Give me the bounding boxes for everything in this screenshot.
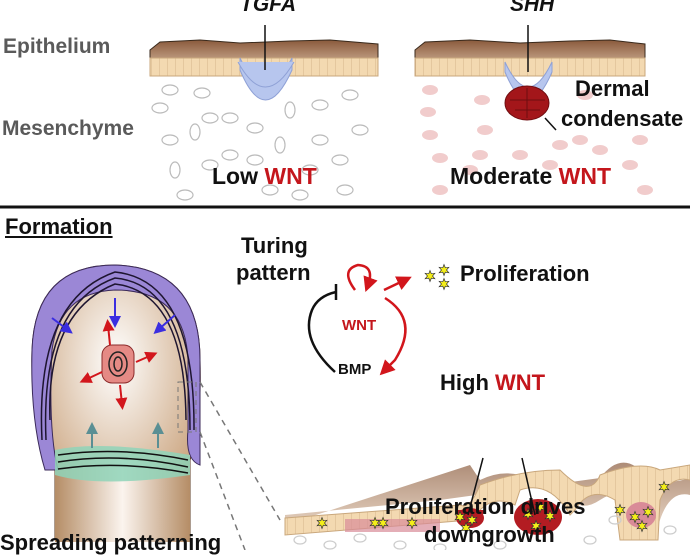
star-icon: [629, 510, 641, 524]
star-icon: [406, 516, 418, 530]
star-icon: [522, 507, 534, 521]
star-icon: [438, 263, 450, 277]
left-epithelium: [149, 25, 379, 101]
low-wnt-label: Low WNT: [212, 165, 317, 188]
digit-illustration: [31, 264, 281, 550]
formation-title: Formation: [5, 214, 113, 239]
mesenchyme-label: Mesenchyme: [2, 117, 134, 140]
wnt-text: WNT: [495, 370, 546, 395]
left-mesenchyme-cells: [151, 84, 369, 201]
shh-label: SHH: [510, 0, 555, 16]
moderate-wnt-label: Moderate WNT: [450, 165, 611, 188]
star-icon: [614, 503, 626, 517]
drives-label-2: downgrowth: [424, 522, 555, 547]
star-icon: [438, 277, 450, 291]
high-wnt-label: High WNT: [440, 372, 545, 394]
high-text: High: [440, 370, 489, 395]
proliferation-stars: [316, 263, 670, 535]
star-icon: [658, 480, 670, 494]
turing-network: [307, 263, 412, 376]
epithelium-label: Epithelium: [3, 35, 111, 58]
star-icon: [642, 505, 654, 519]
proliferation-label: Proliferation: [460, 261, 590, 286]
star-icon: [636, 519, 648, 533]
dermal-condensate: [504, 85, 557, 131]
star-icon: [424, 269, 436, 283]
moderate-text: Moderate: [450, 163, 553, 189]
wnt-text: WNT: [264, 163, 317, 189]
right-epithelium: [414, 25, 646, 101]
star-icon: [316, 516, 328, 530]
dermal-label-2: condensate: [561, 106, 684, 131]
star-icon: [534, 500, 546, 514]
turing-label-1: Turing: [241, 233, 308, 258]
right-mesenchyme-cells: [420, 85, 653, 195]
turing-label-2: pattern: [236, 260, 311, 285]
star-icon: [466, 513, 478, 527]
drives-label-1: Proliferation drives: [385, 494, 586, 519]
bmp-node: BMP: [338, 361, 372, 378]
star-icon: [460, 521, 472, 535]
wnt-text: WNT: [558, 163, 612, 189]
dermal-label-1: Dermal: [575, 76, 650, 101]
wnt-node: WNT: [342, 317, 377, 334]
low-text: Low: [212, 163, 258, 189]
star-icon: [530, 519, 542, 533]
right-mesenchyme-cells-bottom: [293, 515, 677, 550]
star-icon: [377, 516, 389, 530]
spreading-label: Spreading patterning: [0, 530, 222, 555]
tgfa-label: TGFA: [240, 0, 296, 16]
star-icon: [454, 510, 466, 524]
star-icon: [544, 509, 556, 523]
